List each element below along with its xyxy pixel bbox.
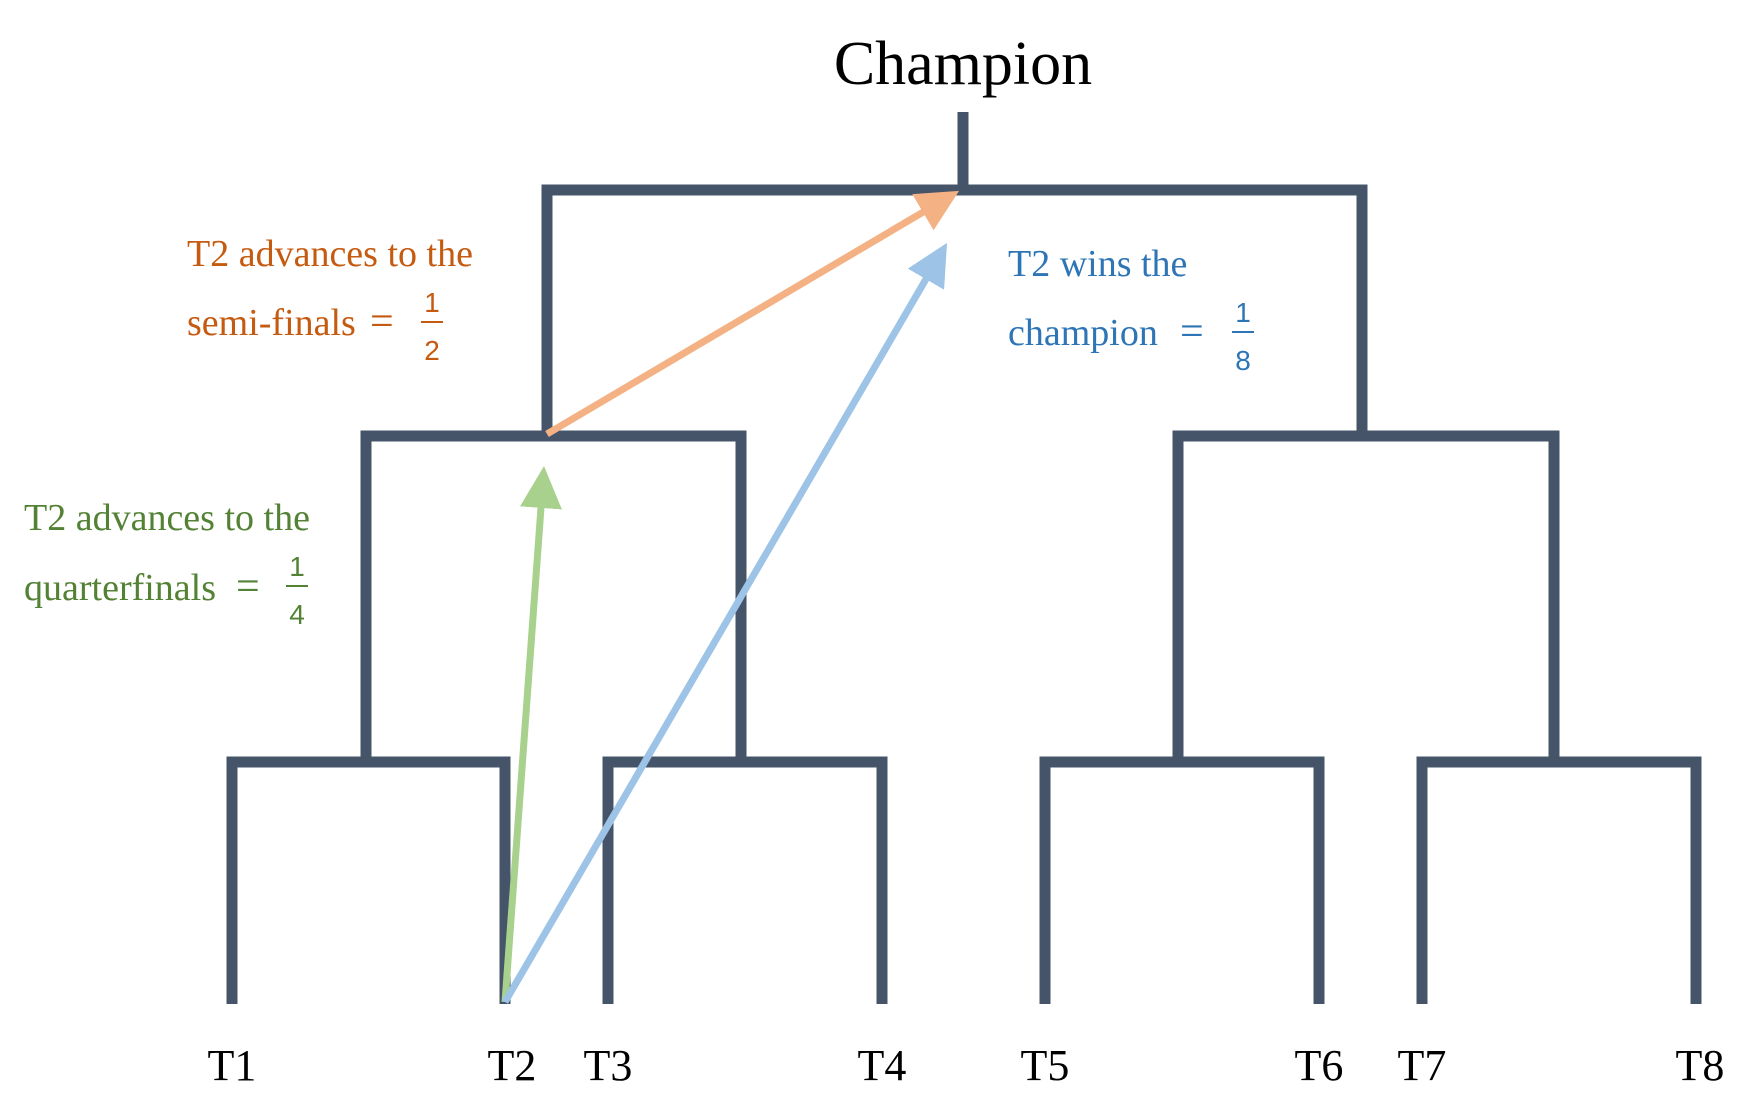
orange-arrow-semifinal [545,190,960,438]
team-label-t4: T4 [858,1041,907,1090]
annotation-champion-denominator: 8 [1235,345,1251,376]
annotation-semifinal-denominator: 2 [424,335,440,366]
annotation-champion-numerator: 1 [1235,297,1251,328]
bracket-semifinal-right [1172,430,1560,762]
team-label-t6: T6 [1295,1041,1344,1090]
annotation-quarterfinal-denominator: 4 [289,599,305,630]
annotation-champion-line2: champion [1008,312,1158,354]
annotation-quarterfinal-line2: quarterfinals [24,567,216,609]
bracket-final [541,184,1368,436]
annotation-semifinal-line1: T2 advances to the [187,233,473,275]
annotation-semifinal-numerator: 1 [424,287,440,318]
bracket-quarter-t1-t2 [226,756,511,1004]
annotation-quarterfinal-line1: T2 advances to the [24,497,310,539]
green-arrow-quarterfinal [501,466,562,1003]
annotation-champion-equals: = [1180,309,1204,355]
team-label-t2: T2 [488,1041,537,1090]
annotation-semifinal: T2 advances to the semi-finals = 1 2 [187,233,473,366]
annotation-champion-line1: T2 wins the [1008,243,1187,285]
diagram-title: Champion [834,30,1092,98]
team-label-t8: T8 [1676,1041,1725,1090]
team-label-t7: T7 [1398,1041,1447,1090]
bracket-quarter-t7-t8 [1416,756,1702,1004]
blue-arrow-champion [501,242,948,1004]
team-label-t5: T5 [1021,1041,1070,1090]
annotation-quarterfinal-equals: = [236,564,260,610]
team-label-t3: T3 [584,1041,633,1090]
bracket-lines [226,112,1702,1004]
annotation-champion: T2 wins the champion = 1 8 [1008,243,1254,376]
bracket-semifinal-left [360,430,747,762]
bracket-quarter-t3-t4 [602,756,888,1004]
team-labels: T1 T2 T3 T4 T5 T6 T7 T8 [208,1041,1725,1090]
annotation-quarterfinal-numerator: 1 [289,551,305,582]
bracket-quarter-t5-t6 [1039,756,1325,1004]
team-label-t1: T1 [208,1041,257,1090]
probability-arrows [501,190,960,1004]
annotation-quarterfinal: T2 advances to the quarterfinals = 1 4 [24,497,310,630]
annotation-semifinal-line2: semi-finals [187,302,356,344]
annotation-semifinal-equals: = [370,299,394,345]
